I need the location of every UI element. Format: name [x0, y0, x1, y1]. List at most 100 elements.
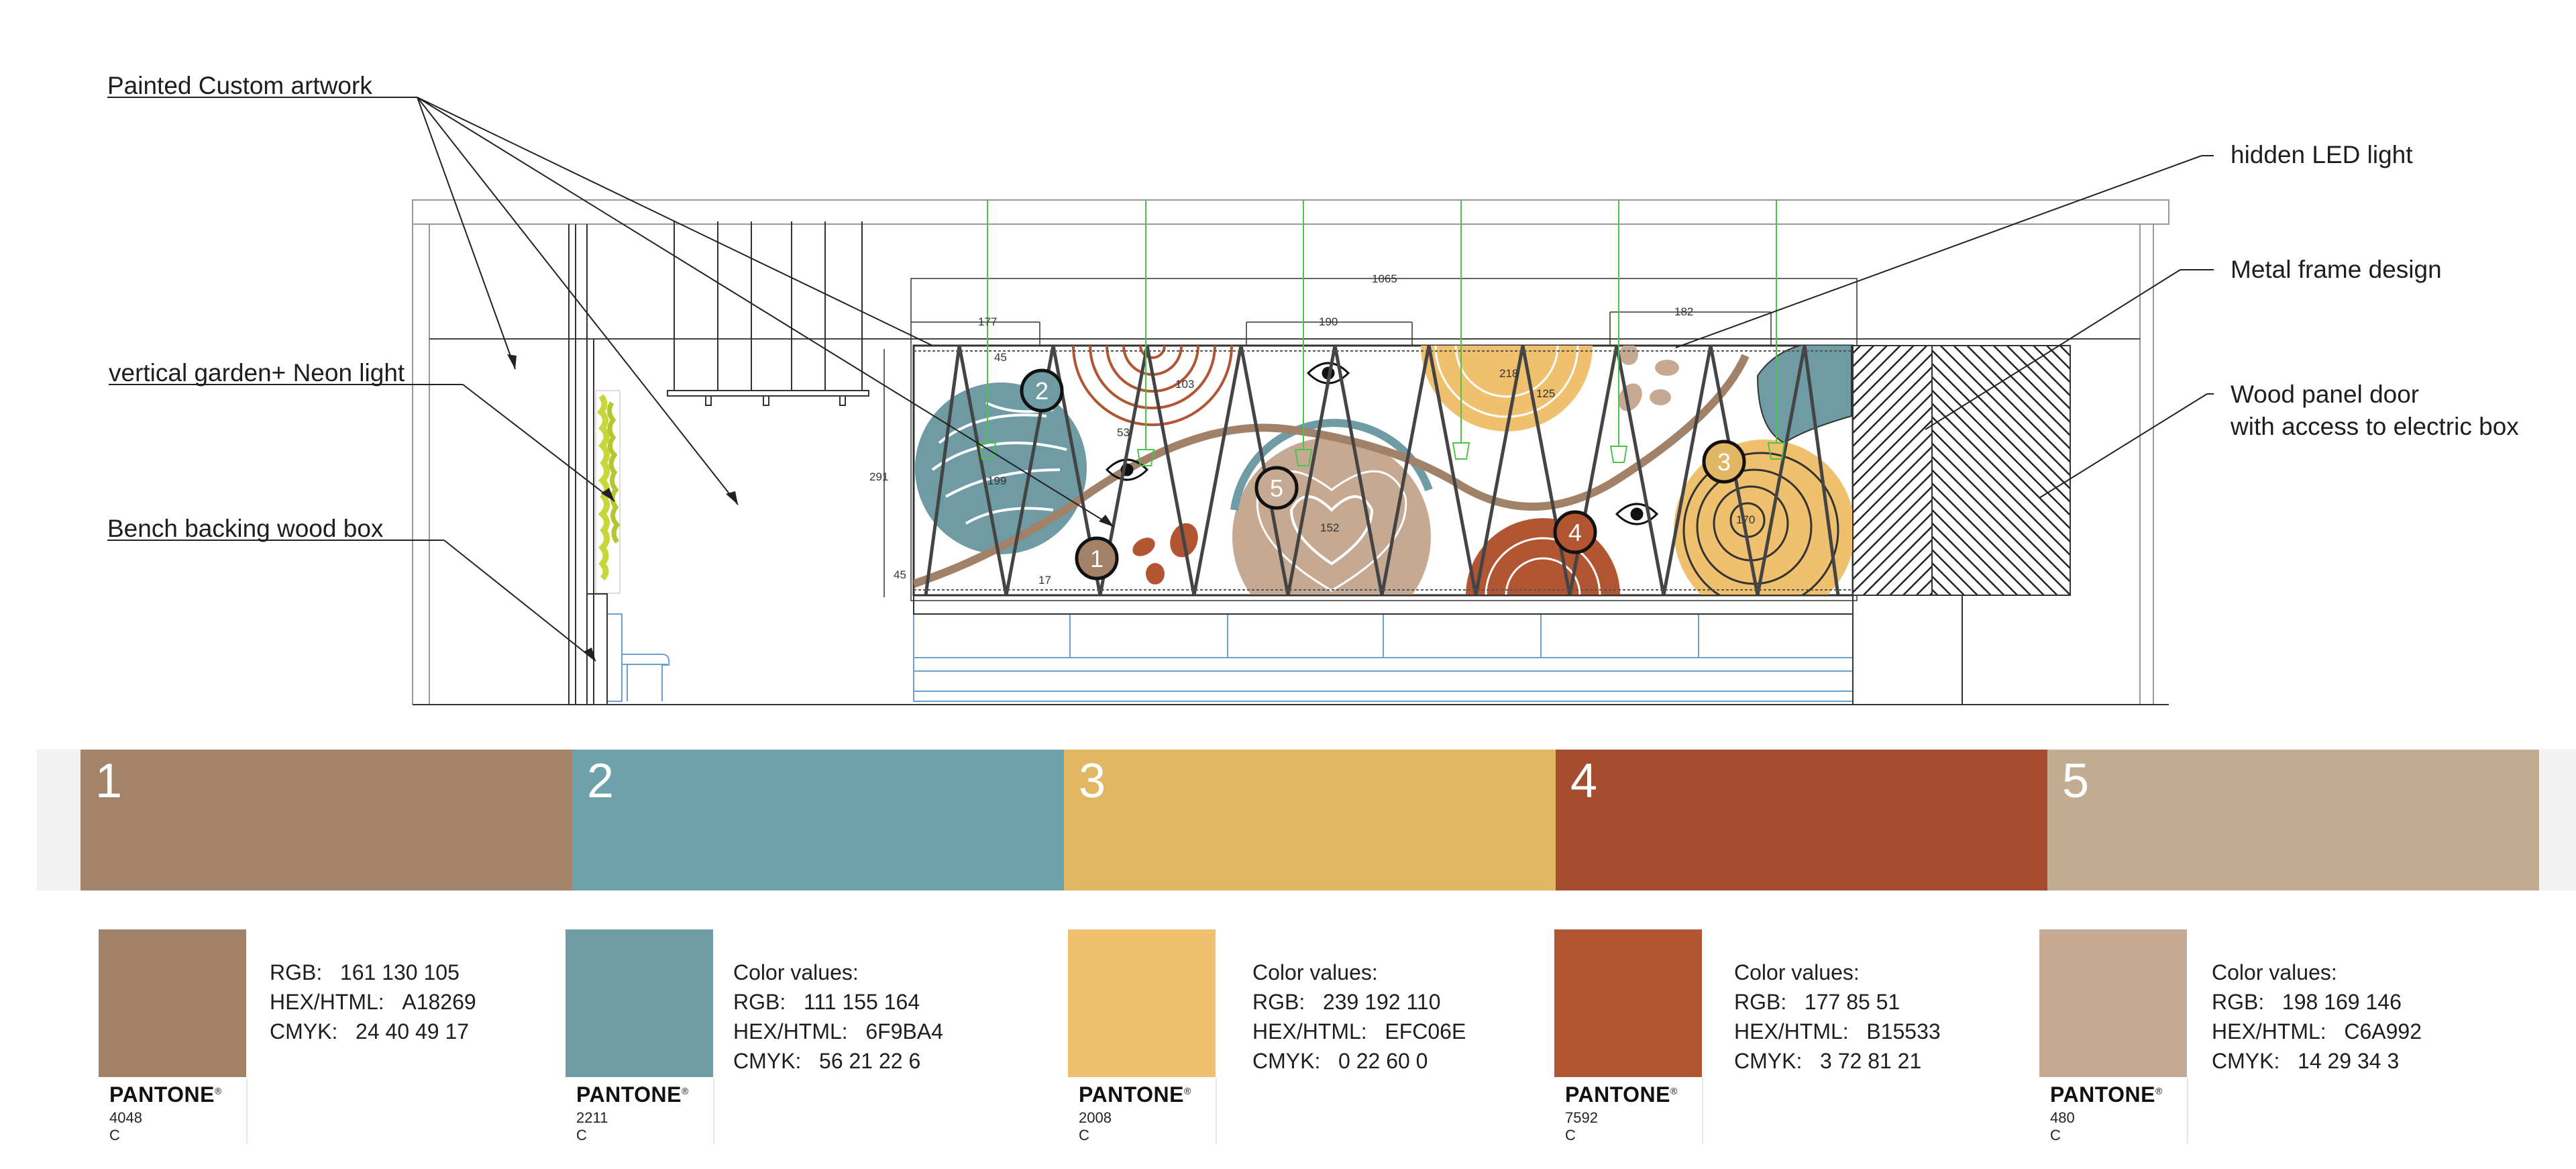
dim-199: 199	[987, 474, 1006, 487]
values-heading: Color values:	[1734, 960, 1860, 984]
eye-motif	[1105, 362, 1659, 525]
bench-base	[913, 613, 1854, 702]
svg-text:5: 5	[1270, 474, 1283, 502]
dim-103: 103	[1175, 378, 1194, 391]
brown-wave-line	[914, 354, 1750, 588]
pantone-code: 480 C	[2050, 1109, 2075, 1143]
yellow-top-slice	[1421, 346, 1593, 431]
pendant-light-rack	[667, 221, 869, 406]
pantone-code: 4048 C	[109, 1109, 142, 1143]
dim-125: 125	[1536, 387, 1555, 400]
pantone-logo: PANTONE®	[2050, 1082, 2163, 1107]
artwork-panel	[912, 344, 1854, 597]
dim-45-top: 45	[994, 351, 1007, 364]
teal-leaf	[1756, 346, 1852, 444]
pantone-code: 2008 C	[1079, 1109, 1112, 1143]
dim-53: 53	[1117, 426, 1130, 439]
callout-bench-backing: Bench backing wood box	[107, 515, 384, 542]
dim-218: 218	[1499, 367, 1518, 380]
color-values: Color values: RGB: 198 169 146 HEX/HTML:…	[2212, 958, 2422, 1076]
marker-2: 2	[1020, 368, 1064, 413]
strip-number: 3	[1079, 754, 1106, 808]
callout-metal-frame: Metal frame design	[2231, 256, 2442, 283]
dim-177: 177	[978, 315, 997, 328]
bench-chair	[606, 613, 670, 702]
callout-vertical-garden: vertical garden+ Neon light	[109, 359, 405, 387]
color-values: Color values: RGB: 111 155 164 HEX/HTML:…	[733, 958, 943, 1076]
cmyk-value: 56 21 22 6	[819, 1049, 921, 1073]
hex-value: 6F9BA4	[865, 1019, 943, 1044]
callout-hidden-led: hidden LED light	[2231, 141, 2413, 168]
dim-152: 152	[1320, 521, 1339, 534]
rgb-value: 177 85 51	[1804, 990, 1900, 1014]
color-values: Color values: RGB: 177 85 51 HEX/HTML: B…	[1734, 958, 1941, 1076]
color-swatch	[2039, 929, 2187, 1077]
dim-182: 182	[1674, 305, 1693, 318]
rgb-value: 111 155 164	[803, 990, 920, 1014]
color-values: RGB: 161 130 105 HEX/HTML: A18269 CMYK: …	[270, 960, 476, 1044]
cmyk-value: 0 22 60 0	[1338, 1049, 1428, 1073]
svg-text:1: 1	[1090, 545, 1104, 572]
wood-panel-door	[1852, 345, 2071, 705]
strip-number: 5	[2062, 754, 2090, 808]
color-swatch	[566, 929, 713, 1077]
rgb-value: 198 169 146	[2282, 990, 2402, 1014]
pantone-logo: PANTONE®	[109, 1082, 222, 1107]
color-strip-4: 4	[1556, 750, 2047, 891]
color-strip-1: 1	[80, 750, 572, 891]
dim-190: 190	[1319, 315, 1338, 328]
hex-value: A18269	[402, 990, 476, 1014]
values-heading: Color values:	[1252, 960, 1378, 984]
strip-number: 1	[95, 754, 123, 808]
values-heading: Color values:	[733, 960, 859, 984]
marker-1: 1	[1075, 536, 1119, 580]
color-swatch	[1554, 929, 1702, 1077]
dim-291: 291	[869, 470, 888, 483]
dim-overall-width: 1065	[1372, 272, 1397, 285]
svg-text:3: 3	[1717, 448, 1731, 476]
cmyk-value: 24 40 49 17	[356, 1019, 470, 1044]
cmyk-value: 14 29 34 3	[2298, 1049, 2400, 1073]
dim-45-bottom: 45	[894, 568, 906, 581]
values-heading: Color values:	[2212, 960, 2337, 984]
pantone-logo: PANTONE®	[576, 1082, 689, 1107]
hex-value: C6A992	[2344, 1019, 2422, 1044]
wall-elevation-drawing: 1065 177 190 182 45 103 218 125 53 291 1…	[107, 72, 2519, 705]
metal-frame-zigzag	[924, 346, 1840, 595]
column-structure	[568, 224, 594, 705]
rgb-value: 239 192 110	[1322, 990, 1441, 1014]
marker-3: 3	[1702, 440, 1746, 484]
rgb-value: 161 130 105	[339, 960, 460, 984]
color-swatch	[99, 929, 246, 1077]
dimension-labels: 1065 177 190 182 45 103 218 125 53 291 1…	[869, 272, 1755, 587]
bench-backing-box	[586, 593, 608, 705]
marker-4: 4	[1553, 510, 1597, 554]
pantone-code: 2211 C	[576, 1109, 608, 1143]
teal-wood-slice	[915, 383, 1087, 554]
svg-text:2: 2	[1035, 377, 1049, 405]
hanging-light-wires	[978, 200, 1786, 466]
color-strip-2: 2	[572, 750, 1064, 891]
hex-value: B15533	[1866, 1019, 1941, 1044]
cmyk-value: 3 72 81 21	[1820, 1049, 1922, 1073]
callout-leaders	[107, 97, 2214, 662]
callout-wood-panel-line2: with access to electric box	[2230, 413, 2519, 440]
dim-170: 170	[1736, 513, 1755, 526]
color-strip-3: 3	[1064, 750, 1556, 891]
strip-number: 2	[587, 754, 614, 808]
strip-number: 4	[1570, 754, 1598, 808]
svg-text:4: 4	[1568, 519, 1582, 546]
callout-painted-artwork: Painted Custom artwork	[107, 72, 372, 99]
color-strip-5: 5	[2047, 750, 2539, 891]
color-markers: 1 2 3 4 5	[1020, 368, 1746, 580]
color-values: Color values: RGB: 239 192 110 HEX/HTML:…	[1252, 958, 1466, 1076]
pantone-logo: PANTONE®	[1565, 1082, 1678, 1107]
callout-wood-panel-line1: Wood panel door	[2231, 380, 2419, 408]
pantone-code: 7592 C	[1565, 1109, 1598, 1143]
color-swatch	[1068, 929, 1216, 1077]
building-outline	[412, 199, 2169, 705]
pantone-logo: PANTONE®	[1079, 1082, 1191, 1107]
beige-wood-slice	[1232, 438, 1431, 595]
dim-17: 17	[1038, 574, 1051, 587]
marker-5: 5	[1254, 466, 1299, 510]
